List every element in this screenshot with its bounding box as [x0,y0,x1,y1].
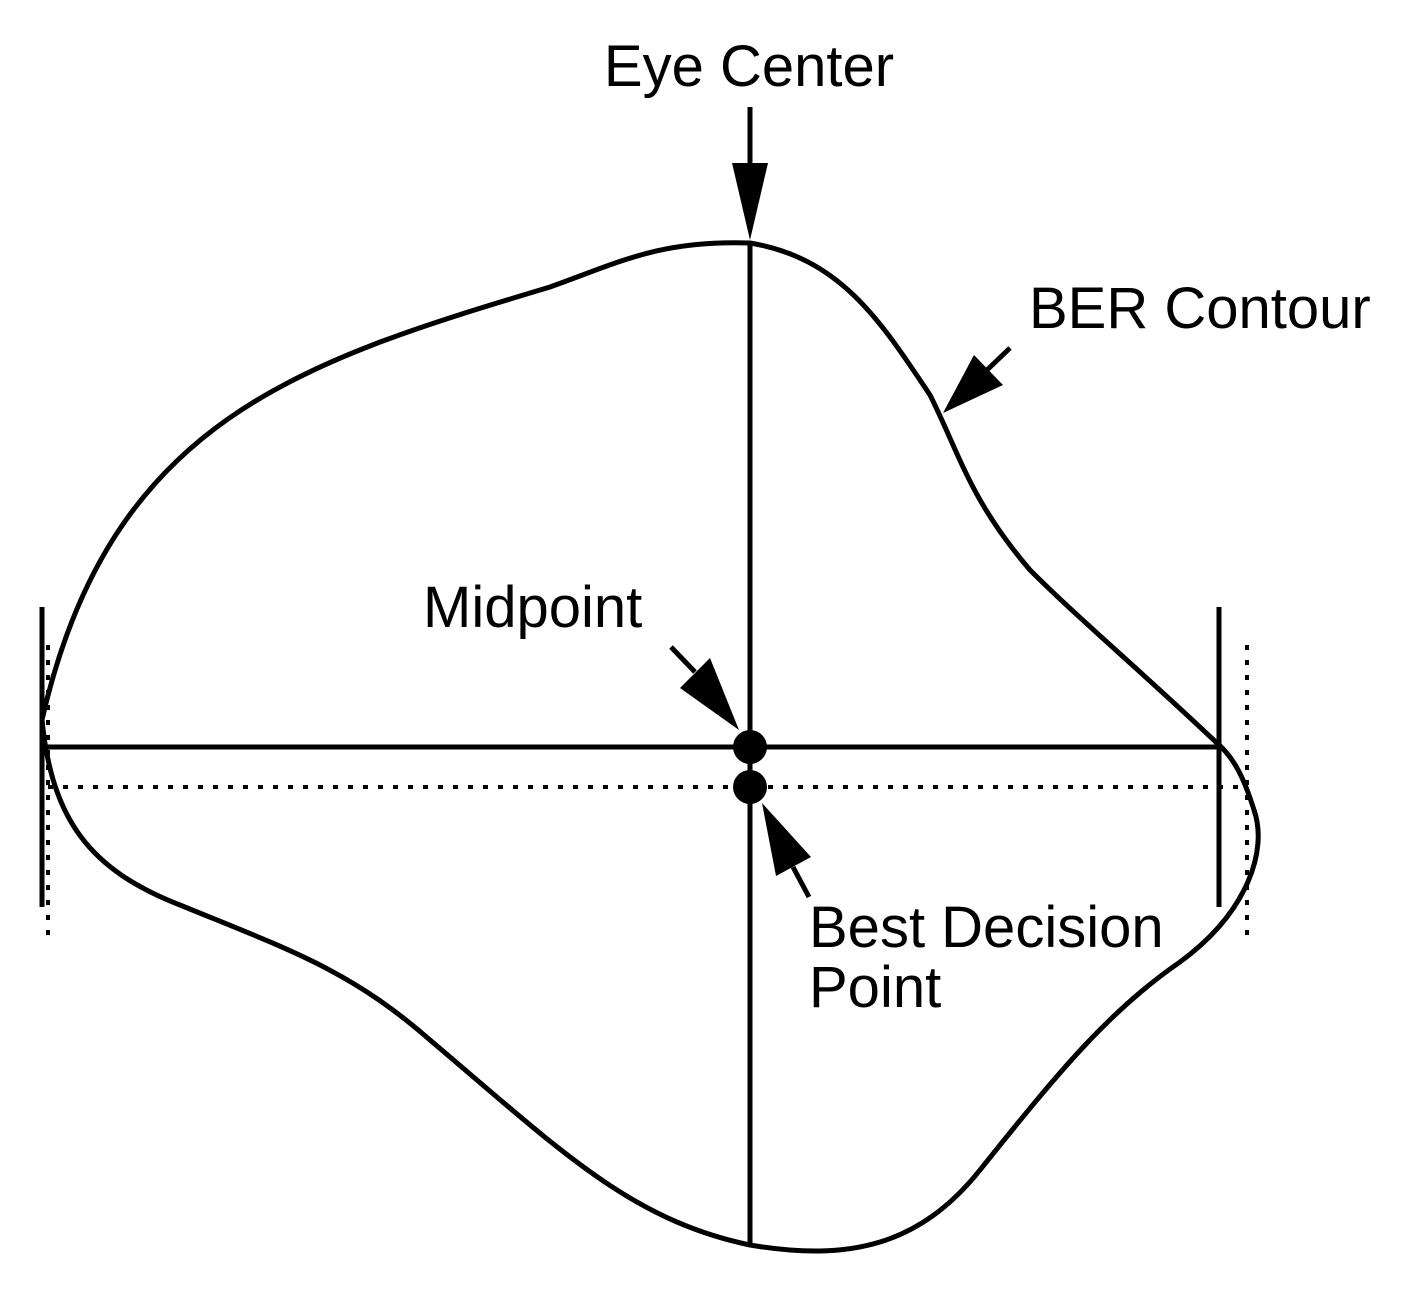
eye-center-label: Eye Center [604,34,894,99]
best-decision-point-dot [733,770,767,804]
best-decision-label-line1: Best Decision [809,895,1164,960]
midpoint-arrowhead [680,658,739,730]
best-decision-arrowhead [762,803,811,876]
ber-contour-label: BER Contour [1029,276,1371,341]
ber-contour-arrow-shaft [985,346,1012,372]
midpoint-label: Midpoint [423,575,642,640]
ber-contour-curve [39,240,1261,1254]
best-decision-label-line2: Point [809,955,941,1020]
ber-contour-arrowhead [943,355,1003,413]
eye-center-arrowhead [732,163,768,240]
midpoint-dot [733,730,767,764]
midpoint-arrow-shaft [669,645,697,674]
best-decision-arrow-shaft [790,865,812,899]
